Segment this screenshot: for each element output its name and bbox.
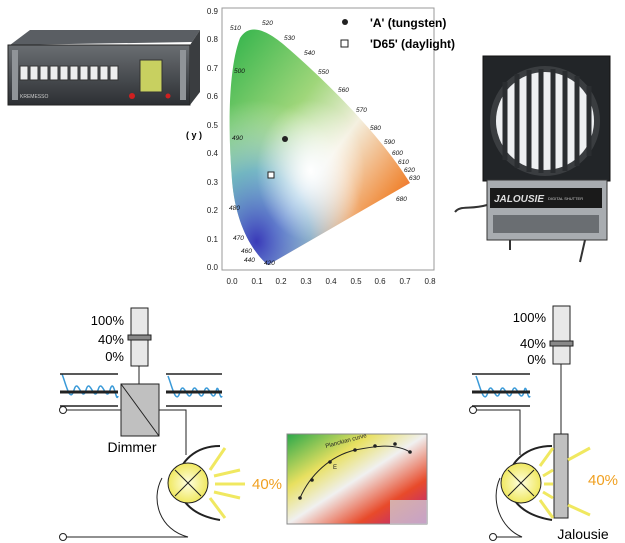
y-tick: 0.2 — [207, 206, 219, 215]
wl-label: 680 — [396, 196, 407, 203]
wl-label: 480 — [229, 205, 240, 212]
wl-label: 560 — [338, 87, 349, 94]
wl-label: 510 — [230, 25, 241, 32]
dimmer-unit-photo: KREMESSO — [7, 30, 200, 106]
wl-label: 520 — [262, 20, 273, 27]
spring-right — [166, 373, 223, 407]
wl-label: 500 — [234, 68, 245, 75]
x-tick-labels: 0.0 0.1 0.2 0.3 0.4 0.5 0.6 0.7 0.8 — [226, 277, 436, 286]
plot-frame — [221, 7, 435, 271]
x-tick: 0.7 — [399, 277, 411, 286]
shutter-brand-text: JALOUSIE — [494, 194, 544, 205]
jalousie-scale-0: 0% — [527, 352, 546, 367]
point-a-tungsten — [282, 136, 288, 142]
x-tick: 0.5 — [350, 277, 362, 286]
dimmer-label: Dimmer — [108, 439, 157, 455]
legend-label: 'A' (tungsten) — [370, 16, 446, 30]
dimmer-scale-40: 40% — [98, 332, 124, 347]
y-tick: 0.9 — [207, 7, 219, 16]
dimmer-lamp-level: 40% — [252, 476, 282, 493]
dimmer-scale-0: 0% — [105, 349, 124, 364]
y-tick-labels: 0.0 0.1 0.2 0.3 0.4 0.5 0.6 0.7 0.8 0.9 — [207, 7, 219, 272]
dimmer-brand-text: KREMESSO — [20, 94, 48, 100]
wl-label: 420 — [264, 260, 275, 267]
legend-marker-open-square — [340, 39, 349, 48]
dimmer-light-rays — [208, 447, 245, 519]
display-panel — [139, 59, 163, 93]
y-tick: 0.1 — [207, 235, 219, 244]
wl-label: 440 — [244, 257, 255, 264]
wl-label: 470 — [233, 235, 244, 242]
y-tick: 0.5 — [207, 121, 219, 130]
legend-marker-filled-circle — [342, 19, 348, 25]
planckian-point-label: E — [333, 465, 337, 471]
x-tick: 0.1 — [251, 277, 263, 286]
y-tick: 0.6 — [207, 92, 219, 101]
dimmer-slider-knob — [127, 334, 152, 341]
x-tick: 0.2 — [275, 277, 287, 286]
wl-label: 490 — [232, 135, 243, 142]
jalousie-scale-40: 40% — [520, 336, 546, 351]
x-tick: 0.3 — [300, 277, 312, 286]
point-d65-daylight — [267, 171, 275, 179]
x-tick: 0.4 — [325, 277, 337, 286]
wl-label: 590 — [384, 139, 395, 146]
wl-label: 570 — [356, 107, 367, 114]
wl-label: 540 — [304, 50, 315, 57]
x-tick: 0.0 — [226, 277, 238, 286]
spring-left — [60, 373, 119, 407]
y-tick: 0.8 — [207, 35, 219, 44]
jalousie-diagram: 100% 40% 0% Jalousie 40% — [469, 305, 618, 542]
wl-label: 620 — [404, 167, 415, 174]
wl-label: 460 — [241, 248, 252, 255]
jalousie-spring — [472, 373, 531, 407]
y-tick: 0.4 — [207, 149, 219, 158]
dimmer-diagram: 100% 40% 0% Dimmer — [59, 307, 282, 541]
wavelength-labels: 420 440 460 470 480 490 500 510 520 530 … — [229, 20, 420, 267]
jalousie-label: Jalousie — [557, 526, 609, 542]
jalousie-slider-track — [552, 305, 571, 365]
planckian-inset: Planckian curve E — [286, 433, 428, 525]
x-tick: 0.8 — [424, 277, 436, 286]
chromaticity-chart: 0.0 0.1 0.2 0.3 0.4 0.5 0.6 0.7 0.8 0.0 … — [186, 7, 455, 286]
y-tick: 0.3 — [207, 178, 219, 187]
legend: 'A' (tungsten) 'D65' (daylight) — [340, 16, 455, 51]
x-tick: 0.6 — [374, 277, 386, 286]
wl-label: 550 — [318, 69, 329, 76]
wl-label: 580 — [370, 125, 381, 132]
jalousie-shutter-bar — [553, 433, 569, 519]
shutter-unit-photo: JALOUSIE DIGITAL SHUTTER — [454, 55, 611, 263]
legend-label: 'D65' (daylight) — [370, 37, 455, 51]
jalousie-slider-knob — [549, 340, 574, 347]
shutter-blades — [502, 69, 592, 173]
fader-channels — [19, 65, 119, 81]
wl-label: 610 — [398, 159, 409, 166]
wl-label: 600 — [392, 150, 403, 157]
wl-label: 630 — [409, 175, 420, 182]
jalousie-scale-100: 100% — [513, 310, 547, 325]
jalousie-light-rays — [538, 446, 591, 519]
y-tick: 0.0 — [207, 263, 219, 272]
y-axis-label: ( y ) — [186, 130, 202, 140]
wl-label: 530 — [284, 35, 295, 42]
shutter-sub-text: DIGITAL SHUTTER — [548, 196, 583, 201]
jalousie-lamp-level: 40% — [588, 472, 618, 489]
dimmer-scale-100: 100% — [91, 313, 125, 328]
y-tick: 0.7 — [207, 64, 219, 73]
